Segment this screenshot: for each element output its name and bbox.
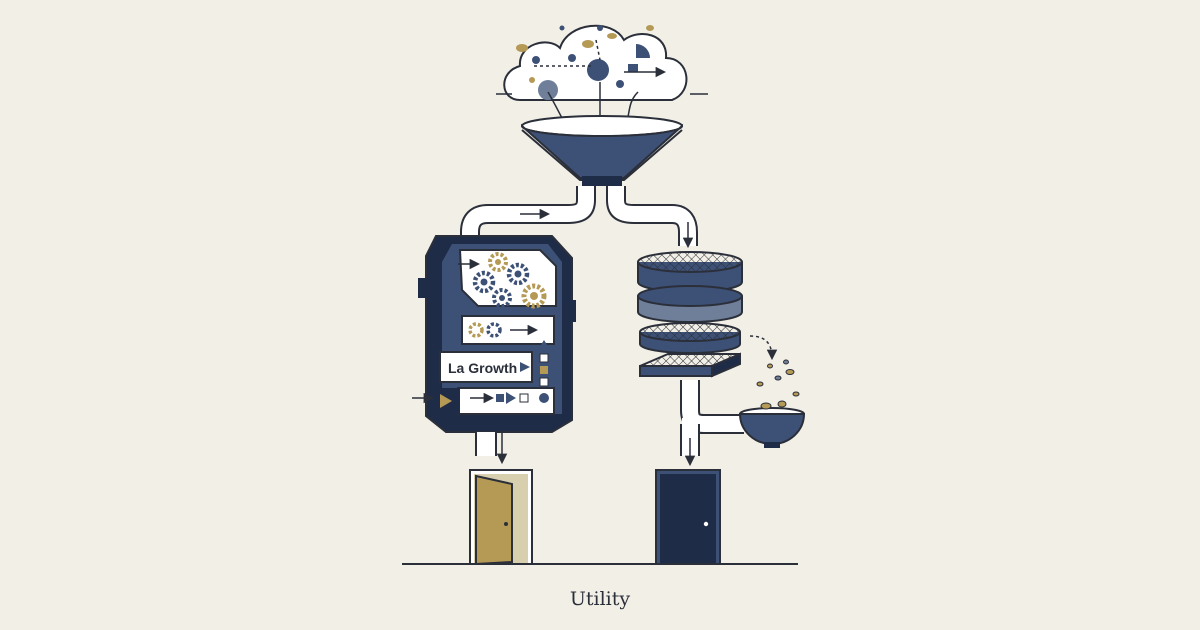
bowl-icon [738, 359, 806, 448]
left-outlet-pipe [475, 430, 508, 465]
idea-cloud-icon [496, 24, 708, 129]
sieve-icon [637, 251, 743, 378]
funnel-icon [520, 115, 684, 186]
process-machine: La Growth [412, 235, 576, 433]
open-door-icon [469, 469, 533, 566]
diagram-caption: Utility [569, 588, 631, 610]
right-outlet-pipe [680, 335, 778, 467]
process-label: La Growth [448, 360, 517, 376]
closed-door-icon [655, 469, 721, 565]
left-pipe [460, 186, 596, 244]
right-pipe [606, 186, 698, 249]
gear-icon [468, 252, 547, 338]
